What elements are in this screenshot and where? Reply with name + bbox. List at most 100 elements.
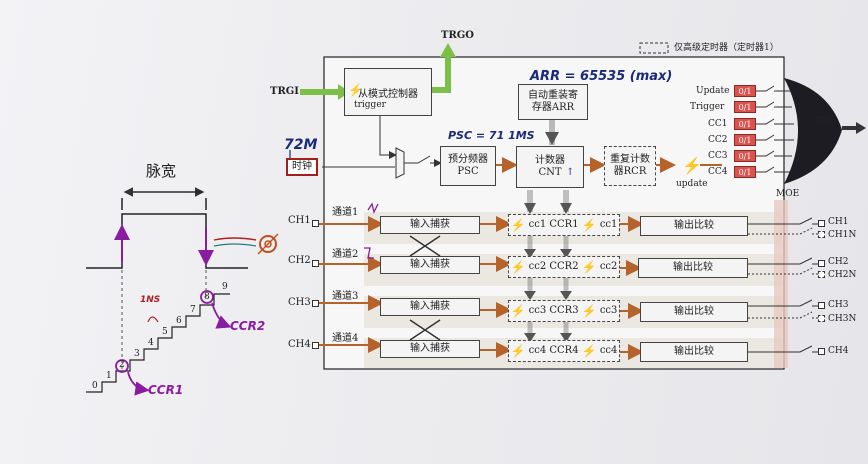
ch4-out-pin <box>818 348 825 355</box>
step-8: 8 <box>204 292 210 302</box>
handwritten-psc: PSC = 71 1MS <box>448 129 535 142</box>
step-4: 4 <box>148 338 154 348</box>
ch1-lightning-icon-2: ⚡ <box>581 217 597 232</box>
ch2-lightning-icon: ⚡ <box>510 259 526 274</box>
flag-cc2: 0/1 <box>734 134 756 146</box>
ch4-channel-label: 通道4 <box>332 333 359 344</box>
ch2-pin-label: CH2 <box>288 255 311 266</box>
ch4-cc-right: cc4 <box>599 344 618 356</box>
ch1-input-capture-label: 输入捕获 <box>410 218 450 230</box>
ch4-input-capture: 输入捕获 <box>380 340 480 358</box>
step-7: 7 <box>190 305 196 315</box>
ch3-ccr: CCR3 <box>549 304 579 316</box>
clock-label: 时钟 <box>292 160 312 172</box>
ch2-out-label: CH2 <box>828 257 849 267</box>
ch2-ccr-block: ⚡ cc2 CCR2 ⚡ cc2 <box>508 256 620 278</box>
slave-mode-controller: 从模式控制器 <box>344 68 432 116</box>
ch3-cc-right: cc3 <box>599 304 618 316</box>
ch1-lightning-icon: ⚡ <box>510 217 526 232</box>
ch1-cc-right: cc1 <box>599 218 618 230</box>
ch4-ccr-block: ⚡ cc4 CCR4 ⚡ cc4 <box>508 340 620 362</box>
step-2: 2 <box>119 360 125 370</box>
ch1-output-compare-label: 输出比较 <box>674 219 714 231</box>
pulse-waveform <box>86 198 248 269</box>
ch3-lightning-icon-2: ⚡ <box>581 303 597 318</box>
ch1-pin <box>312 220 319 227</box>
prescaler-label: 预分频器 PSC <box>448 153 488 178</box>
ch4-lightning-icon: ⚡ <box>510 343 526 358</box>
ch1-out-pin <box>818 220 825 227</box>
handwritten-clk: 72M <box>284 137 318 153</box>
counter-label: 计数器 CNT <box>535 154 565 179</box>
flag-update: 0/1 <box>734 85 756 97</box>
step-6: 6 <box>176 316 182 326</box>
ch3-out-pin <box>818 302 825 309</box>
flag-cc3: 0/1 <box>734 150 756 162</box>
ch1-out-label: CH1 <box>828 217 849 227</box>
step-1: 1 <box>106 371 112 381</box>
ch2-output-compare-label: 输出比较 <box>673 261 713 273</box>
update-label: update <box>676 179 708 189</box>
ch2n-out-label: CH2N <box>828 270 857 280</box>
ch3-lightning-icon: ⚡ <box>510 303 526 318</box>
ch3-channel-label: 通道3 <box>332 291 359 302</box>
ch3-input-capture: 输入捕获 <box>380 298 480 316</box>
ch3-output-compare: 输出比较 <box>640 302 748 322</box>
ch1-channel-label: 通道1 <box>332 207 359 218</box>
counter-box: 计数器 CNT <box>516 146 584 188</box>
update-lightning-icon: ⚡ <box>682 156 702 175</box>
ch4-input-capture-label: 输入捕获 <box>410 342 450 354</box>
step-3: 3 <box>134 349 140 359</box>
step-5: 5 <box>162 327 168 337</box>
handwritten-ccr1: CCR1 <box>148 383 184 397</box>
ch1-cc-left: cc1 <box>528 218 547 230</box>
ch2n-out-pin <box>818 271 825 278</box>
ch1n-out-label: CH1N <box>828 230 857 240</box>
staircase-line <box>86 293 230 393</box>
ch3-pin-label: CH3 <box>288 297 311 308</box>
trigger-label: trigger <box>354 100 386 110</box>
legend-label: 仅高级定时器（定时器1） <box>674 43 779 53</box>
flag-cc4: 0/1 <box>734 166 756 178</box>
ch3-out-label: CH3 <box>828 300 849 310</box>
ch2-input-capture-label: 输入捕获 <box>410 258 450 270</box>
ch3-input-capture-label: 输入捕获 <box>410 300 450 312</box>
trgi-label: TRGI <box>270 86 299 97</box>
flag-cc1: 0/1 <box>734 118 756 130</box>
ch2-lightning-icon-2: ⚡ <box>581 259 597 274</box>
irq-label-cc2: CC2 <box>708 135 728 145</box>
clock-box: 时钟 <box>286 158 318 176</box>
ch4-output-compare: 输出比较 <box>640 342 748 362</box>
irq-label-cc1: CC1 <box>708 119 728 129</box>
step-9: 9 <box>222 282 228 292</box>
ch2-out-pin <box>818 260 825 267</box>
ch1-input-capture: 输入捕获 <box>380 216 480 234</box>
handwritten-arr: ARR = 65535 (max) <box>530 69 673 84</box>
ch1-pin-label: CH1 <box>288 215 311 226</box>
ch3n-out-pin <box>818 315 825 322</box>
ch4-ccr: CCR4 <box>549 344 579 356</box>
repetition-counter-label: 重复计数器RCR <box>610 153 650 178</box>
legend-dashed-box <box>639 42 669 54</box>
flag-trigger: 0/1 <box>734 101 756 113</box>
ch3-cc-left: cc3 <box>528 304 547 316</box>
ch3-ccr-block: ⚡ cc3 CCR3 ⚡ cc3 <box>508 300 620 322</box>
irq-label-cc4: CC4 <box>708 167 728 177</box>
ch1n-out-pin <box>818 231 825 238</box>
ch3-output-compare-label: 输出比较 <box>674 305 714 317</box>
irq-label-cc3: CC3 <box>708 151 728 161</box>
ch3n-out-label: CH3N <box>828 314 857 324</box>
ch2-pin <box>312 260 319 267</box>
repetition-counter-box: 重复计数器RCR <box>604 146 656 186</box>
ch2-cc-right: cc2 <box>599 260 618 272</box>
pulse-width-label: 脉宽 <box>146 162 177 180</box>
ch2-input-capture: 输入捕获 <box>380 256 480 274</box>
ch1-ccr-block: ⚡ cc1 CCR1 ⚡ cc1 <box>508 214 620 236</box>
irq-label-trigger: Trigger <box>690 102 725 112</box>
interrupt-label: 中断 <box>814 116 834 127</box>
prescaler-box: 预分频器 PSC <box>440 146 496 186</box>
ch1-ccr: CCR1 <box>549 218 579 230</box>
ch2-output-compare: 输出比较 <box>638 258 748 278</box>
step-0: 0 <box>92 381 98 391</box>
